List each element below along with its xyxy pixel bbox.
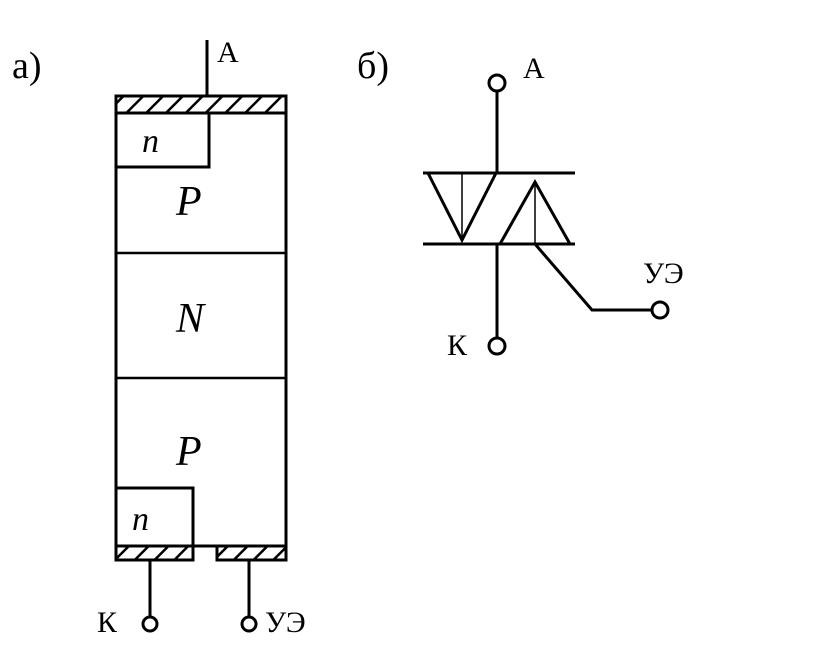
- n-bottom-region: [116, 486, 195, 546]
- symbol-cathode-label: К: [447, 329, 468, 362]
- cathode-terminal: [141, 615, 159, 633]
- gate-contact: [215, 544, 288, 562]
- symbol-anode-label: A: [523, 52, 545, 85]
- n-bottom-label: n: [132, 501, 149, 538]
- cathode-contact: [114, 544, 195, 562]
- gate-terminal: [240, 615, 258, 633]
- symbol-gate-lead: [533, 243, 652, 312]
- symbol-gate-terminal: [650, 300, 670, 320]
- structure-anode-label: A: [217, 36, 239, 69]
- symbol-gate-label: УЭ: [643, 257, 684, 290]
- structure-gate-label: УЭ: [265, 606, 306, 639]
- triac-symbol: б) A К УЭ: [357, 45, 684, 362]
- symbol-label: б): [357, 45, 389, 87]
- structure-label: а): [12, 45, 42, 87]
- symbol-cathode-terminal: [487, 336, 507, 356]
- semiconductor-body: [114, 111, 288, 548]
- n-mid-label: N: [175, 296, 206, 342]
- n-top-label: n: [142, 123, 159, 160]
- symbol-anode-terminal: [487, 73, 507, 93]
- structure-cathode-label: К: [97, 606, 118, 639]
- structure-diagram: а) A n P N P n К УЭ: [12, 36, 306, 639]
- anode-contact: [114, 94, 288, 115]
- p-top-label: P: [175, 179, 202, 225]
- p-bottom-label: P: [175, 429, 202, 475]
- n-top-region: [116, 113, 211, 169]
